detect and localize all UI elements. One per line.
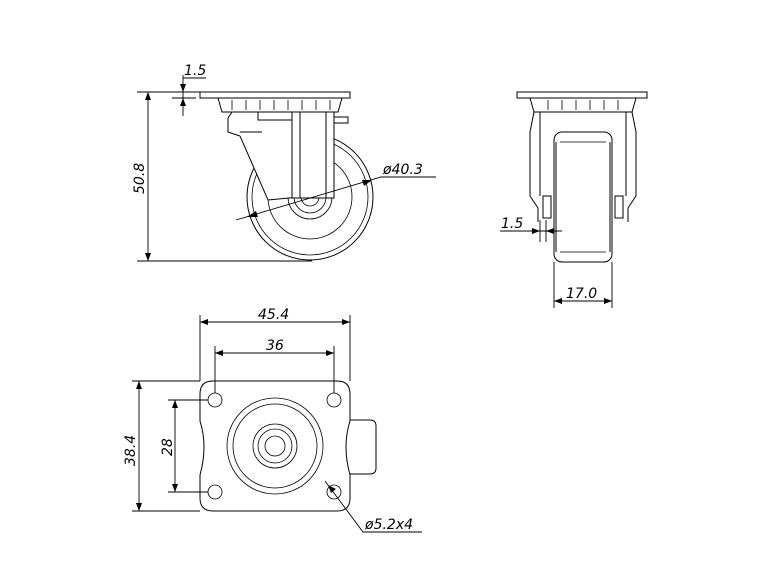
plate-depth-label: 38.4 <box>123 435 139 466</box>
front-view <box>516 91 648 263</box>
hole-spacing-x-label: 36 <box>266 338 284 354</box>
wheel-diameter-label: ø40.3 <box>382 162 423 178</box>
side-view <box>199 91 374 261</box>
dim-side-gap: 1.5 <box>500 216 562 242</box>
top-view-brake-tab <box>339 419 377 475</box>
plate-width-label: 45.4 <box>258 307 289 323</box>
top-view <box>199 380 377 512</box>
overall-height-label: 50.8 <box>132 163 148 194</box>
mounting-holes-label: ø5.2x4 <box>364 517 413 533</box>
plate-thickness-label: 1.5 <box>184 63 206 79</box>
dim-hole-spacing-y: 28 <box>160 399 208 493</box>
dim-overall-height: 50.8 <box>132 91 312 262</box>
dim-hole-spacing-x: 36 <box>214 338 335 393</box>
dim-mounting-holes: ø5.2x4 <box>324 480 422 533</box>
wheel-width-label: 17.0 <box>566 286 597 302</box>
dim-wheel-width: 17.0 <box>553 262 613 308</box>
dim-plate-thickness: 1.5 <box>172 63 206 116</box>
hole-spacing-y-label: 28 <box>160 438 176 456</box>
side-view-fork <box>227 111 349 201</box>
front-view-fork <box>529 111 637 222</box>
mounting-hole-icon <box>326 484 342 500</box>
dim-plate-depth: 38.4 <box>123 380 200 512</box>
top-view-swivel-rings <box>226 397 324 495</box>
top-view-plate <box>199 380 351 512</box>
dim-wheel-diameter: ø40.3 <box>235 162 436 221</box>
front-view-top-plate <box>516 91 648 113</box>
side-view-top-plate <box>199 91 351 113</box>
front-view-wheel <box>553 131 613 263</box>
dim-plate-width: 45.4 <box>199 307 351 381</box>
side-gap-label: 1.5 <box>501 216 523 232</box>
